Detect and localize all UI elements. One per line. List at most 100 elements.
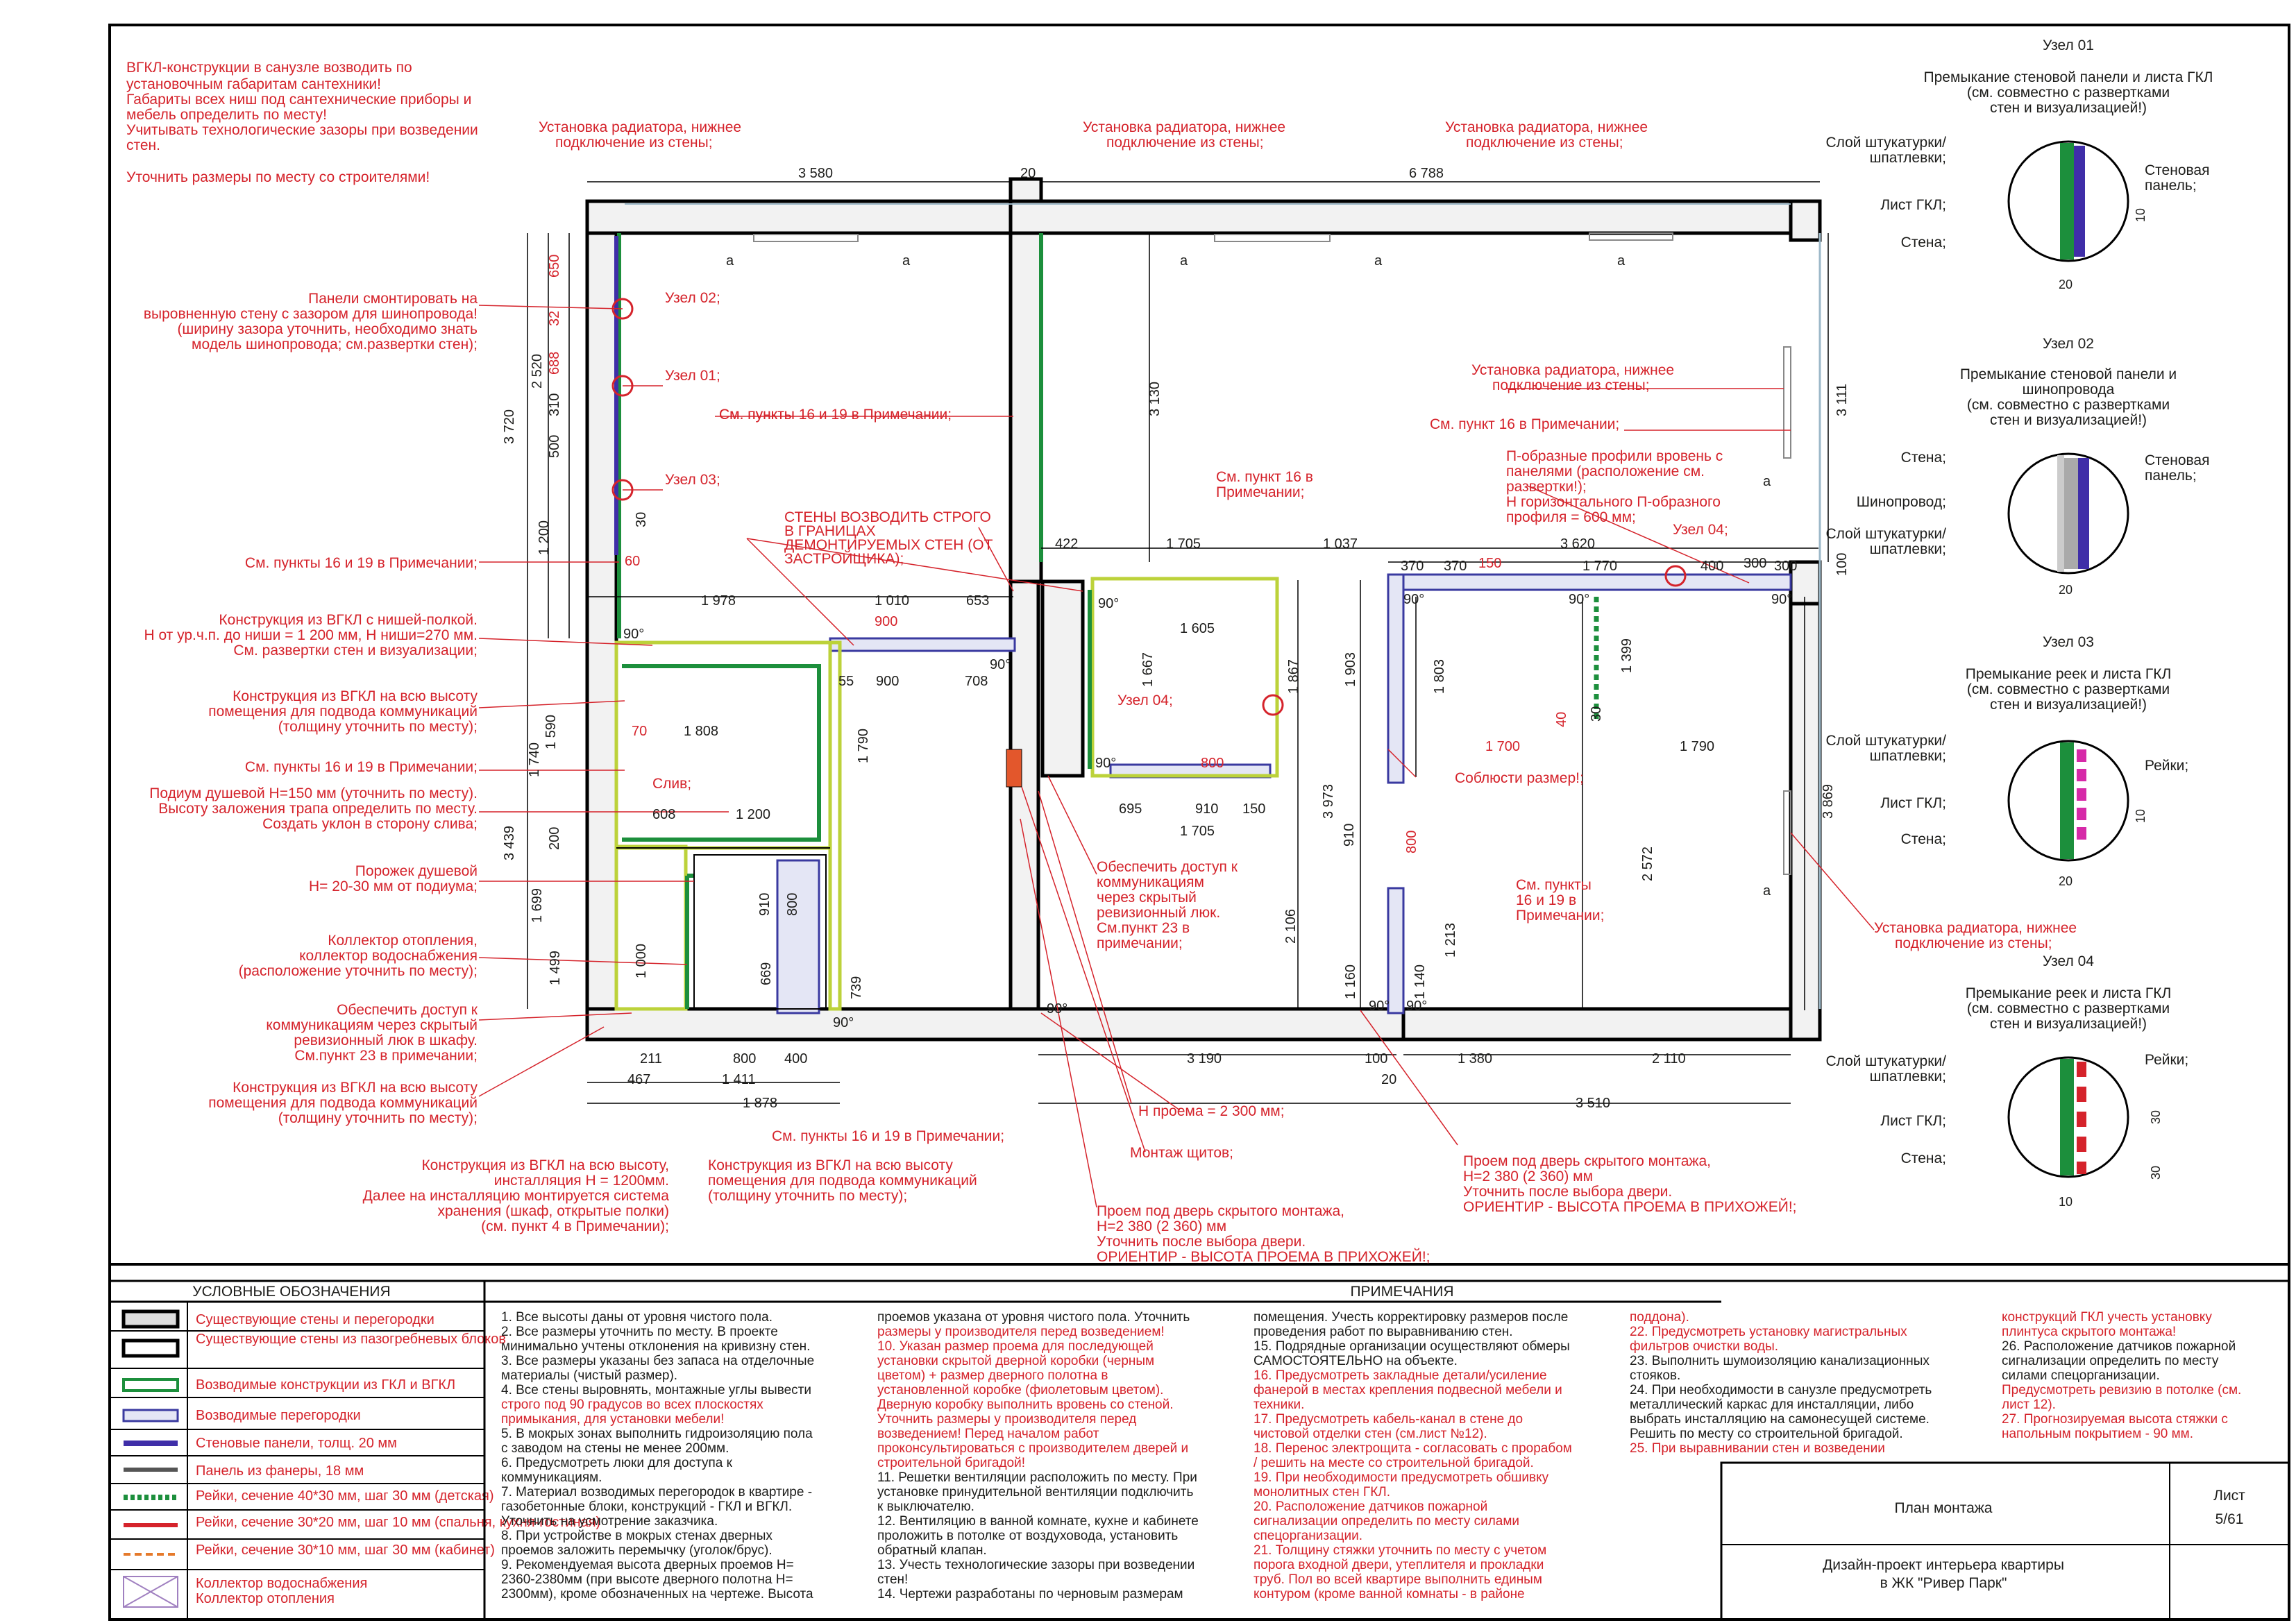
svg-text:Слой штукатурки/: Слой штукатурки/ (1825, 135, 1946, 151)
svg-text:200: 200 (547, 827, 562, 850)
svg-text:Слив;: Слив; (652, 776, 691, 792)
svg-text:Панель из фанеры, 18 мм: Панель из фанеры, 18 мм (196, 1463, 364, 1479)
note-line: выбрать инсталляцию на самонесущей систе… (1630, 1412, 1930, 1427)
wall-center-column-low (1008, 579, 1040, 1042)
svg-text:панель;: панель; (2145, 468, 2197, 484)
svg-text:90°: 90° (1771, 592, 1792, 607)
svg-text:шпатлевки;: шпатлевки; (1870, 1069, 1946, 1085)
note-line: Предусмотреть ревизию в потолке (см. (2002, 1383, 2241, 1397)
radiators (753, 232, 1791, 875)
svg-text:(см. совместно с развертками: (см. совместно с развертками (1967, 681, 2170, 697)
svg-text:Панели смонтировать на: Панели смонтировать на (308, 291, 478, 307)
svg-text:Обеспечить доступ к: Обеспечить доступ к (1097, 859, 1238, 875)
svg-text:стен и визуализацией!): стен и визуализацией!) (1990, 100, 2147, 116)
svg-text:Проем под дверь скрытого монта: Проем под дверь скрытого монтажа, (1463, 1153, 1711, 1169)
note-line: 22. Предусмотреть установку магистральны… (1630, 1325, 1907, 1339)
svg-text:подключение из стены;: подключение из стены; (555, 135, 713, 151)
svg-text:коммуникациям через скрытый: коммуникациям через скрытый (266, 1017, 478, 1033)
svg-text:Существующие стены из пазогреб: Существующие стены из пазогребневых блок… (196, 1332, 506, 1347)
note-line: фанерой в местах крепления подвесной меб… (1253, 1383, 1562, 1397)
svg-text:900: 900 (875, 614, 897, 629)
svg-text:1 590: 1 590 (543, 715, 559, 749)
svg-text:См.пункт 23 в примечании;: См.пункт 23 в примечании; (294, 1048, 478, 1064)
svg-text:См. развертки стен и визуализа: См. развертки стен и визуализации; (233, 643, 478, 658)
svg-text:В ГРАНИЦАХ: В ГРАНИЦАХ (784, 523, 876, 539)
svg-text:3 580: 3 580 (798, 166, 833, 181)
svg-text:шпатлевки;: шпатлевки; (1870, 150, 1946, 166)
svg-text:653: 653 (966, 593, 989, 609)
svg-text:См. пункты 16 и 19 в Примечани: См. пункты 16 и 19 в Примечании; (245, 555, 478, 571)
small-plan-annotations: 90° 90° 90° 90° 90° 90° 90° 90° 90° 90° … (623, 253, 1792, 1030)
note-line: 18. Перенос электрощита - согласовать с … (1253, 1441, 1572, 1456)
svg-text:400: 400 (1700, 559, 1723, 574)
svg-text:модель шинопровода; см.разверт: модель шинопровода; см.развертки стен); (192, 337, 478, 352)
note-line: помещения. Учесть корректировку размеров… (1253, 1310, 1568, 1325)
note-line: 21. Толщину стяжки уточнить по месту с у… (1253, 1543, 1546, 1558)
note-line: Дверную коробку выполнить вровень со сте… (877, 1397, 1174, 1412)
svg-text:650: 650 (547, 255, 562, 278)
note-line: установленной коробке (фиолетовым цветом… (877, 1383, 1163, 1397)
svg-text:Лист ГКЛ;: Лист ГКЛ; (1880, 795, 1946, 811)
svg-text:1 790: 1 790 (856, 729, 871, 763)
svg-text:Проем под дверь скрытого монта: Проем под дверь скрытого монтажа, (1097, 1203, 1344, 1219)
note-line: чистовой отделки стен (см.лист №12). (1253, 1427, 1487, 1441)
top-note-line: установочным габаритам сантехники! (126, 76, 381, 92)
svg-text:хранения (шкаф, открытые полки: хранения (шкаф, открытые полки) (437, 1203, 669, 1219)
svg-text:Уточнить после выбора двери.: Уточнить после выбора двери. (1097, 1234, 1306, 1250)
svg-text:90°: 90° (833, 1015, 854, 1030)
svg-text:Узел 03;: Узел 03; (665, 472, 720, 488)
svg-text:800: 800 (785, 893, 800, 916)
note-line: 15. Подрядные организации осуществляют о… (1253, 1339, 1570, 1354)
svg-text:1 770: 1 770 (1582, 559, 1617, 574)
svg-text:1 010: 1 010 (875, 593, 909, 609)
svg-text:через скрытый: через скрытый (1097, 890, 1197, 906)
svg-text:Стена;: Стена; (1901, 235, 1946, 250)
svg-text:310: 310 (547, 393, 562, 416)
radiator-label-2: Установка радиатора, нижнее подключение … (1083, 119, 1285, 151)
svg-text:90°: 90° (1095, 756, 1116, 771)
note-line: спецорганизации. (1253, 1529, 1362, 1543)
svg-text:Узел 04;: Узел 04; (1117, 692, 1173, 708)
note-line: плинтуса скрытого монтажа! (2002, 1325, 2176, 1339)
partition-bedroom-low (1387, 887, 1405, 1014)
notes-columns: 1. Все высоты даны от уровня чистого пол… (501, 1310, 2241, 1601)
svg-text:3 869: 3 869 (1821, 784, 1836, 819)
svg-text:Стеновая: Стеновая (2145, 452, 2209, 468)
svg-text:стен и визуализацией!): стен и визуализацией!) (1990, 697, 2147, 713)
svg-text:Рейки, сечение 40*30 мм, шаг 3: Рейки, сечение 40*30 мм, шаг 30 мм (детс… (196, 1488, 494, 1504)
svg-text:1 867: 1 867 (1286, 659, 1301, 694)
note-line: труб. Пол во всей квартире выполнить еди… (1253, 1572, 1542, 1587)
note-line: 8. При устройстве в мокрых стенах дверны… (501, 1529, 773, 1543)
svg-text:Узел 04;: Узел 04; (1673, 522, 1728, 538)
svg-text:708: 708 (965, 674, 988, 689)
svg-text:10: 10 (2059, 1195, 2073, 1209)
top-note-line: ВГКЛ-конструкции в санузле возводить по (126, 60, 412, 76)
title-block: План монтажа Лист 5/61 Дизайн-проект инт… (1720, 1461, 2290, 1621)
note-line: проконсультироваться с производителем дв… (877, 1441, 1188, 1456)
svg-text:6 788: 6 788 (1409, 166, 1444, 181)
svg-text:1 213: 1 213 (1443, 923, 1458, 958)
note-line: обратный клапан. (877, 1543, 987, 1558)
svg-text:См. пункты 16 и 19 в Примечани: См. пункты 16 и 19 в Примечании; (719, 407, 952, 423)
svg-text:Стена;: Стена; (1901, 450, 1946, 466)
note-line: к выключателю. (877, 1499, 974, 1514)
new-partitions (776, 573, 1792, 1014)
svg-text:СТЕНЫ ВОЗВОДИТЬ СТРОГО: СТЕНЫ ВОЗВОДИТЬ СТРОГО (784, 509, 991, 525)
note-line: 1. Все высоты даны от уровня чистого пол… (501, 1310, 773, 1325)
dimension-lines (527, 181, 1829, 1104)
svg-text:Н= 20-30 мм от подиума;: Н= 20-30 мм от подиума; (309, 878, 478, 894)
svg-text:Стена;: Стена; (1901, 1150, 1946, 1166)
partition-bedroom-top (1387, 573, 1792, 591)
note-line: 17. Предусмотреть кабель-канал в стене д… (1253, 1412, 1523, 1427)
svg-text:30: 30 (2149, 1166, 2163, 1180)
wall-right-top (1789, 199, 1822, 242)
plan-callouts: Узел 02; Узел 01; Узел 03; См. пункты См… (652, 290, 2077, 1265)
svg-text:695: 695 (1119, 801, 1142, 817)
svg-text:(толщину уточнить по месту);: (толщину уточнить по месту); (708, 1188, 907, 1204)
svg-text:Существующие стены и перегород: Существующие стены и перегородки (196, 1312, 434, 1327)
svg-text:60: 60 (625, 554, 640, 569)
svg-text:(см. совместно с развертками: (см. совместно с развертками (1967, 1001, 2170, 1017)
svg-text:2 106: 2 106 (1283, 909, 1299, 944)
note-line: фильтров очистки воды. (1630, 1339, 1778, 1354)
svg-text:Рейки;: Рейки; (2145, 1052, 2188, 1068)
